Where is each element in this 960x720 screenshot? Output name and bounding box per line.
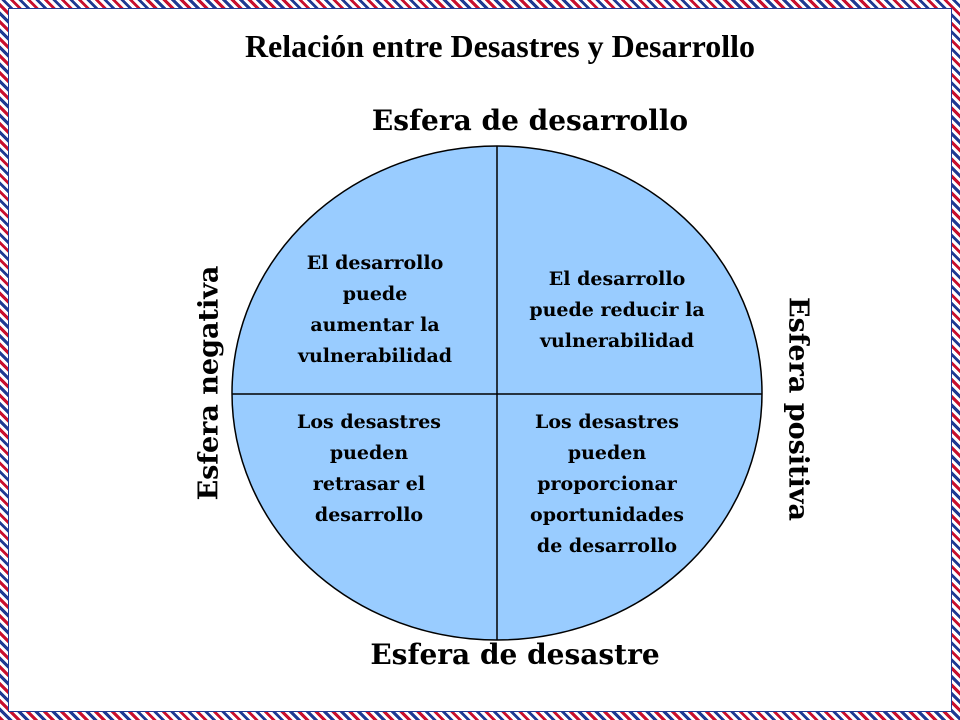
axis-label-bottom: Esfera de desastre	[370, 638, 660, 671]
quadrant-top-left-text: El desarrollo puede aumentar la vulnerab…	[297, 252, 453, 367]
page-title: Relación entre Desastres y Desarrollo	[244, 28, 756, 64]
inner-border	[8, 8, 952, 712]
quadrant-top-right-text: El desarrollo puede reducir la vulnerabi…	[529, 268, 705, 352]
axis-label-top: Esfera de desarrollo	[371, 104, 689, 137]
quadrant-bottom-right-text: Los desastres pueden proporcionar oportu…	[530, 411, 684, 557]
quadrant-bottom-left-text: Los desastres pueden retrasar el desarro…	[297, 411, 441, 526]
